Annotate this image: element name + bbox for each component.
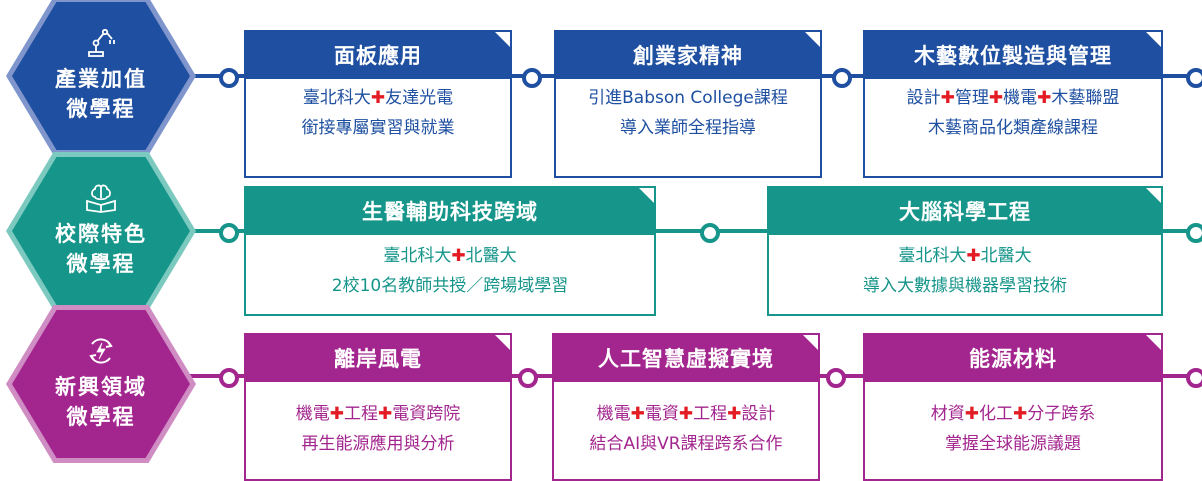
card-biomedical-assistive: 生醫輔助科技跨域 臺北科大✚北醫大 2校10名教師共授／跨場域學習 [244, 186, 656, 316]
robot-arm-icon [88, 28, 115, 57]
card-entrepreneurship: 創業家精神 引進Babson College課程 導入業師全程指導 [554, 30, 822, 178]
category-label-line2: 微學程 [66, 252, 136, 276]
card-body-line2: 導入大數據與機器學習技術 [863, 276, 1067, 296]
card-body-line2: 掌握全球能源議題 [945, 434, 1081, 454]
card-body-line1: 臺北科大✚北醫大 [383, 246, 517, 266]
row2-node-1 [219, 223, 239, 243]
card-body-line1: 機電✚工程✚電資跨院 [295, 404, 461, 424]
card-body-line1: 引進Babson College課程 [588, 88, 788, 108]
card-energy-materials: 能源材料 材資✚化工✚分子跨系 掌握全球能源議題 [863, 333, 1163, 481]
row1-node-3 [832, 68, 852, 88]
card-body-line2: 銜接專屬實習與就業 [301, 118, 455, 138]
energy-cycle-icon [89, 338, 113, 364]
card-body-line1: 臺北科大✚北醫大 [898, 246, 1032, 266]
row1-node-2 [522, 68, 542, 88]
card-body-line1: 材資✚化工✚分子跨系 [930, 404, 1096, 424]
card-title: 能源材料 [863, 333, 1163, 382]
row3-node-1 [219, 368, 239, 388]
category-hexagon-emerging: 新興領域 微學程 [6, 305, 196, 463]
card-body-line1: 設計✚管理✚機電✚木藝聯盟 [906, 88, 1120, 108]
row2-node-3 [1186, 223, 1202, 243]
category-label-line2: 微學程 [66, 405, 136, 429]
card-title: 創業家精神 [554, 30, 822, 79]
category-label-line1: 新興領域 [55, 375, 147, 399]
card-title: 面板應用 [244, 30, 512, 79]
row1-node-1 [219, 68, 239, 88]
card-offshore-wind: 離岸風電 機電✚工程✚電資跨院 再生能源應用與分析 [244, 333, 512, 481]
row2-node-2 [700, 223, 720, 243]
card-body-line1: 機電✚電資✚工程✚設計 [596, 404, 776, 424]
card-title: 人工智慧虛擬實境 [552, 333, 820, 382]
diagram-stage: 產業加值 微學程 面板應用 臺北科大✚友達光電 銜接專屬實習與就業 創業家精神 … [6, 0, 1202, 481]
card-woodcraft-digital: 木藝數位製造與管理 設計✚管理✚機電✚木藝聯盟 木藝商品化類產線課程 [863, 30, 1163, 178]
card-title: 生醫輔助科技跨域 [244, 186, 656, 235]
card-panel-application: 面板應用 臺北科大✚友達光電 銜接專屬實習與就業 [244, 30, 512, 178]
brain-book-icon [86, 184, 116, 213]
row3-node-2 [518, 368, 538, 388]
card-title: 大腦科學工程 [767, 186, 1163, 235]
card-body-line2: 木藝商品化類產線課程 [928, 118, 1098, 138]
category-hexagon-interschool: 校際特色 微學程 [6, 152, 196, 310]
category-label-line2: 微學程 [66, 97, 136, 121]
card-title: 木藝數位製造與管理 [863, 30, 1163, 79]
card-body-line2: 導入業師全程指導 [620, 118, 756, 138]
card-ai-vr: 人工智慧虛擬實境 機電✚電資✚工程✚設計 結合AI與VR課程跨系合作 [552, 333, 820, 481]
row1-node-4 [1186, 68, 1202, 88]
category-label-line1: 校際特色 [55, 222, 147, 246]
row3-node-3 [826, 368, 846, 388]
card-body-line2: 結合AI與VR課程跨系合作 [589, 434, 783, 454]
row2-connector-line [190, 229, 1202, 233]
category-label-line1: 產業加值 [55, 67, 147, 91]
card-body-line2: 2校10名教師共授／跨場域學習 [331, 276, 569, 296]
card-body-line2: 再生能源應用與分析 [301, 434, 455, 454]
row3-node-4 [1186, 368, 1202, 388]
card-body-line1: 臺北科大✚友達光電 [302, 88, 454, 108]
card-title: 離岸風電 [244, 333, 512, 382]
category-hexagon-industry: 產業加值 微學程 [6, 0, 196, 155]
card-brain-science: 大腦科學工程 臺北科大✚北醫大 導入大數據與機器學習技術 [767, 186, 1163, 316]
